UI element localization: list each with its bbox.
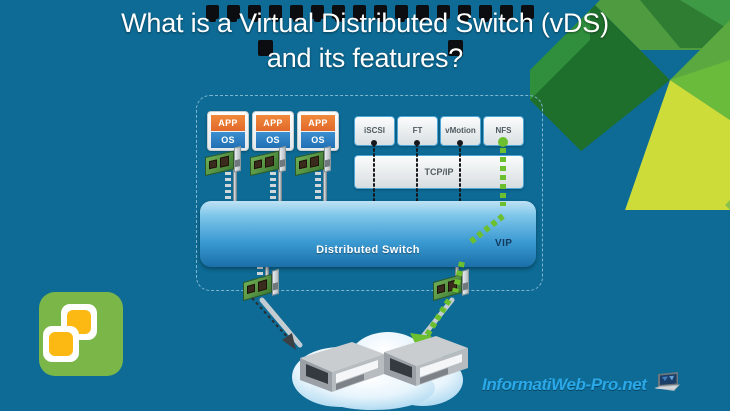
switch-uplink-port-2[interactable]	[448, 40, 463, 56]
switch-port[interactable]	[332, 5, 345, 22]
switch-uplink-port-1[interactable]	[258, 40, 273, 56]
page-title: What is a Virtual Distributed Switch (vD…	[0, 6, 730, 75]
switch-port[interactable]	[416, 5, 429, 22]
switch-port[interactable]	[458, 5, 471, 22]
switch-port[interactable]	[290, 5, 303, 22]
switch-port[interactable]	[479, 5, 492, 22]
service-nfs: NFS	[483, 116, 524, 146]
service-ft: FT	[397, 116, 438, 146]
storage-shape	[300, 342, 384, 392]
switch-port[interactable]	[227, 5, 240, 22]
switch-port[interactable]	[437, 5, 450, 22]
vip-label: VIP	[495, 238, 513, 249]
laptop-icon-svg	[653, 372, 680, 391]
nic-chip	[310, 155, 319, 168]
switch-port[interactable]	[353, 5, 366, 22]
service-label: FT	[412, 126, 423, 135]
virtual-machine-2: APP OS	[252, 111, 294, 151]
switch-port[interactable]	[395, 5, 408, 22]
service-label: NFS	[495, 126, 512, 135]
vm-stem-3	[323, 168, 327, 204]
tcpip-stack: TCP/IP	[354, 155, 524, 189]
storage-shape	[384, 336, 468, 386]
storage-device-2	[378, 334, 470, 394]
nic-port	[273, 282, 278, 291]
laptop-icon	[652, 372, 680, 397]
vm-os-label: OS	[211, 132, 245, 148]
virtual-machine-1: APP OS	[207, 111, 249, 151]
switch-port[interactable]	[206, 5, 219, 22]
vm-cable-3	[315, 172, 321, 204]
switch-port[interactable]	[500, 5, 513, 22]
vm-os-label: OS	[256, 132, 290, 148]
switch-port[interactable]	[269, 5, 282, 22]
vm-app-label: APP	[211, 115, 245, 131]
nic-chip	[265, 155, 274, 168]
service-iscsi: iSCSI	[354, 116, 395, 146]
vm-stem-1	[233, 168, 237, 204]
nic-port	[325, 159, 330, 168]
vsphere-logo-svg	[39, 292, 123, 376]
vm-stem-2	[278, 168, 282, 204]
vsphere-logo	[37, 288, 127, 378]
title-line-2: and its features?	[266, 42, 464, 73]
vm-app-label: APP	[301, 115, 335, 131]
distributed-switch: Distributed Switch	[200, 201, 536, 267]
switch-port[interactable]	[374, 5, 387, 22]
distributed-switch-label: Distributed Switch	[316, 244, 420, 256]
nic-port	[280, 159, 285, 168]
vm-app-label: APP	[256, 115, 290, 131]
switch-port[interactable]	[248, 5, 261, 22]
vm-cable-2	[270, 172, 276, 204]
switch-port[interactable]	[311, 5, 324, 22]
vm-os-label: OS	[301, 132, 335, 148]
watermark: InformatiWeb-Pro.net	[482, 372, 680, 397]
service-vmotion: vMotion	[440, 116, 481, 146]
vm-cable-1	[225, 172, 231, 204]
nic-chip	[220, 155, 229, 168]
service-label: iSCSI	[364, 126, 385, 135]
service-label: vMotion	[445, 126, 476, 135]
nic-port	[235, 159, 240, 168]
watermark-text: InformatiWeb-Pro.net	[482, 374, 647, 394]
tcpip-label: TCP/IP	[424, 167, 454, 177]
virtual-machine-3: APP OS	[297, 111, 339, 151]
nic-port	[463, 282, 468, 291]
title-line-1: What is a Virtual Distributed Switch (vD…	[121, 8, 609, 38]
storage-device-1	[294, 340, 386, 400]
